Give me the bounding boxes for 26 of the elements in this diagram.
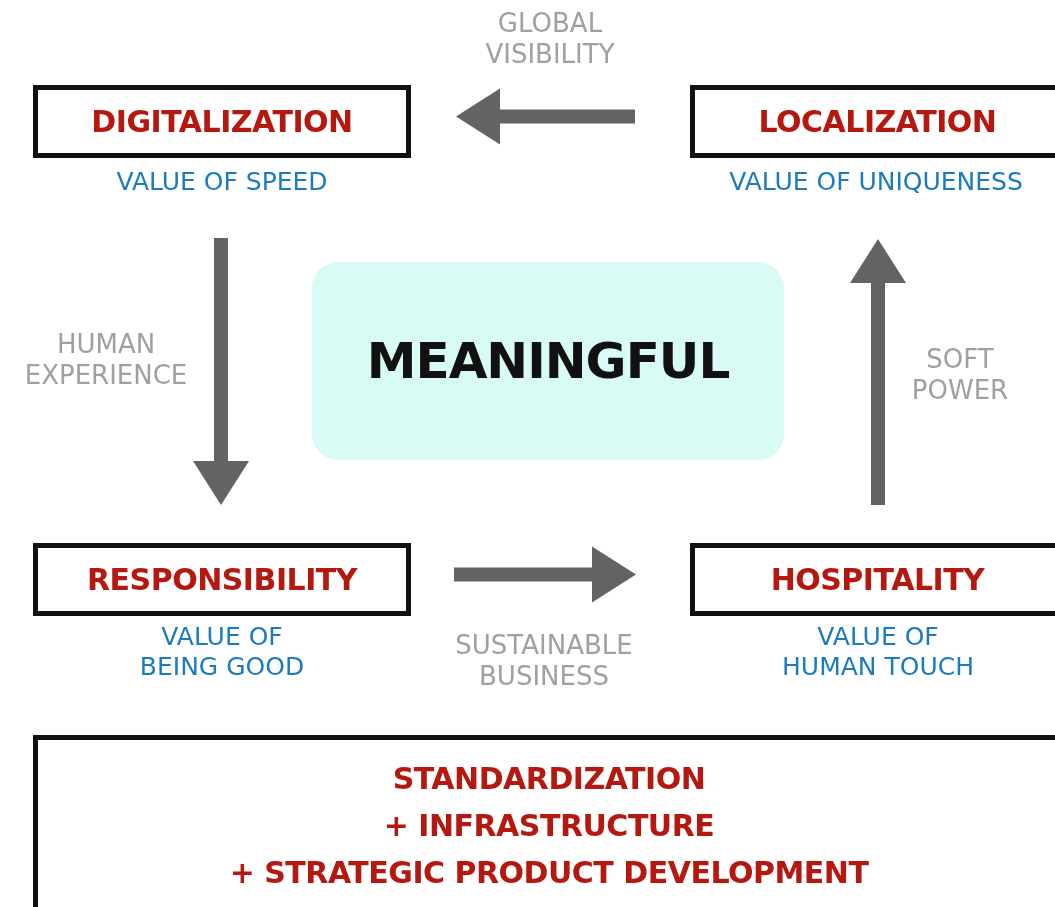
value-caption: VALUE OF SPEED xyxy=(115,167,329,197)
concept-box xyxy=(690,543,1055,616)
arrow xyxy=(193,238,249,505)
value-caption: VALUE OF BEING GOOD xyxy=(138,622,306,682)
node-title: HOSPITALITY xyxy=(770,562,985,597)
node-title: + INFRASTRUCTURE xyxy=(383,806,715,845)
edge-label: HUMAN EXPERIENCE xyxy=(23,329,189,391)
node-title: RESPONSIBILITY xyxy=(86,562,358,597)
arrow xyxy=(456,88,635,145)
concept-box xyxy=(690,85,1055,158)
value-caption: VALUE OF HUMAN TOUCH xyxy=(781,622,975,682)
rounded-box xyxy=(312,262,784,460)
node-title: MEANINGFUL xyxy=(366,332,730,390)
value-caption: VALUE OF UNIQUENESS xyxy=(728,167,1024,197)
concept-box xyxy=(33,85,411,158)
edge-label: GLOBAL VISIBILITY xyxy=(484,8,616,70)
node-title: DIGITALIZATION xyxy=(91,104,353,139)
arrow xyxy=(850,239,906,505)
node-title: STANDARDIZATION xyxy=(392,759,706,798)
concept-box xyxy=(33,543,411,616)
arrow xyxy=(454,546,636,603)
node-title: + STRATEGIC PRODUCT DEVELOPMENT xyxy=(229,853,869,892)
banner-box xyxy=(33,735,1055,907)
edge-label: SUSTAINABLE BUSINESS xyxy=(454,630,634,692)
edge-label: SOFT POWER xyxy=(910,344,1010,406)
node-title: LOCALIZATION xyxy=(758,104,997,139)
